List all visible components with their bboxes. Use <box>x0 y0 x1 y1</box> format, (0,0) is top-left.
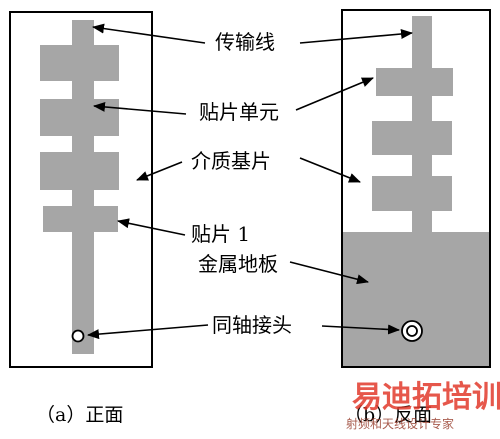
label-ground-plane: 金属地板 <box>198 252 278 276</box>
caption-back: （b）反面 <box>344 404 432 426</box>
arrow-feed-line-right <box>299 28 413 44</box>
labels: 传输线 贴片单元 介质基片 贴片 1 金属地板 同轴接头 <box>191 30 292 337</box>
arrow-substrate-left <box>136 161 183 181</box>
arrow-patch-1 <box>117 218 186 236</box>
front-patch-4 <box>43 206 118 232</box>
label-feed-line: 传输线 <box>215 30 275 54</box>
back-coax-inner <box>406 325 418 337</box>
arrow-patch-unit-left <box>93 101 187 115</box>
back-ground-plane <box>343 232 489 366</box>
arrow-ground-plane <box>289 261 369 285</box>
back-patch-1 <box>376 68 453 96</box>
back-patch-3 <box>372 176 452 211</box>
arrow-feed-line-left <box>92 23 206 44</box>
front-patch-1-top <box>40 45 119 81</box>
arrow-substrate-right <box>299 157 361 183</box>
back-patch-2 <box>372 121 452 155</box>
watermark: 易迪拓培训 射频和天线设计专家 <box>346 380 500 431</box>
arrow-coax-right <box>321 324 400 335</box>
watermark-logo-text: 易迪拓培训 <box>352 380 500 415</box>
label-patch-unit: 贴片单元 <box>199 100 279 124</box>
label-coax-connector: 同轴接头 <box>212 313 292 337</box>
front-patch-3 <box>40 152 119 190</box>
back-view <box>341 9 491 368</box>
label-substrate: 介质基片 <box>191 149 271 173</box>
label-patch-1: 贴片 1 <box>191 222 250 246</box>
front-coax-port <box>71 329 85 343</box>
arrow-coax-left <box>87 324 209 340</box>
caption-front: （a）正面 <box>36 404 123 426</box>
watermark-tagline: 射频和天线设计专家 <box>346 416 454 431</box>
arrow-patch-unit-right <box>295 77 374 111</box>
front-view <box>9 11 153 368</box>
front-patch-2 <box>40 99 119 136</box>
callout-arrows <box>87 23 413 340</box>
